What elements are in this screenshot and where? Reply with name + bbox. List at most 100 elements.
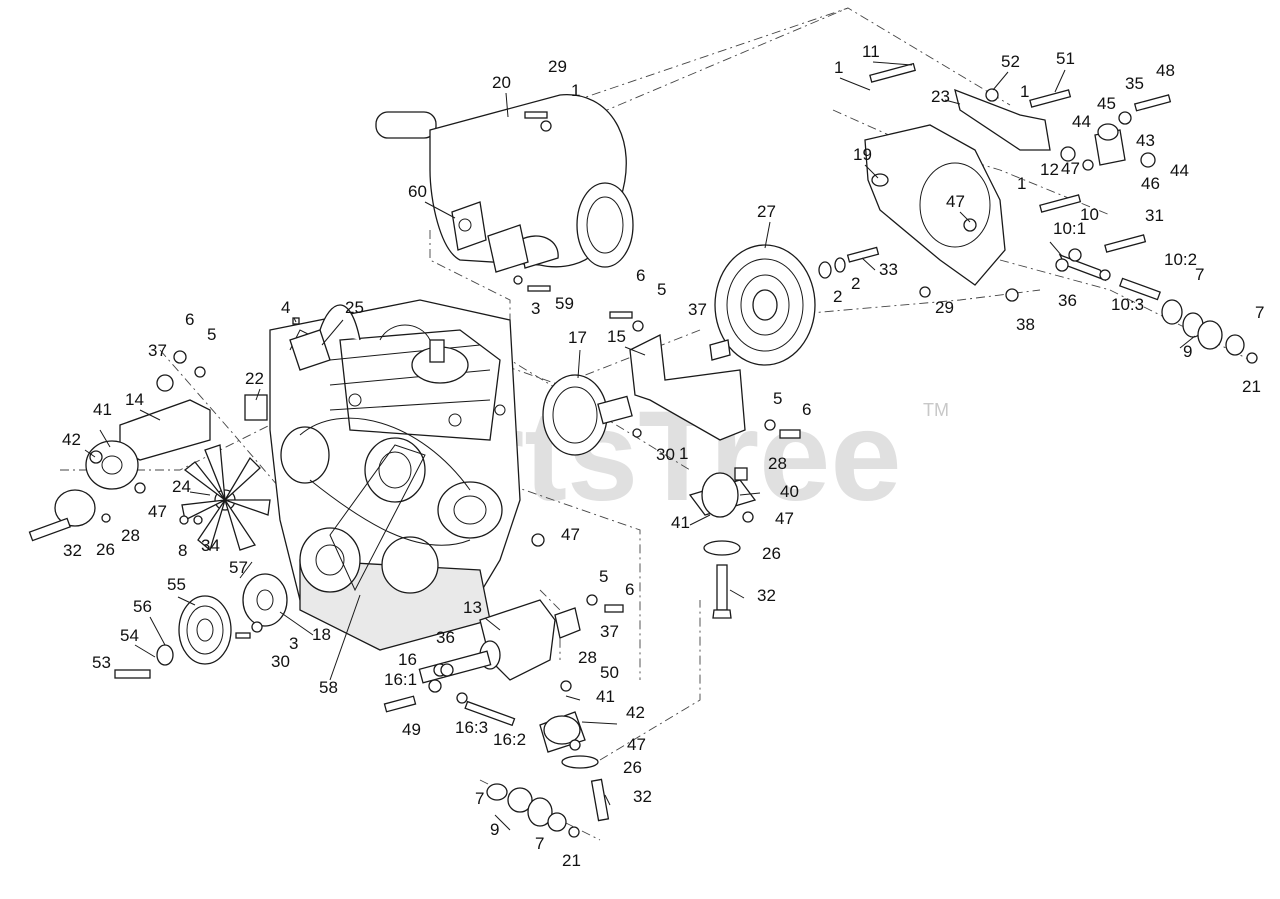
- callout-c-13: 13: [463, 598, 482, 617]
- callout-c-47a: 47: [1061, 159, 1080, 178]
- callout-c-41c: 41: [596, 687, 615, 706]
- callout-c-161: 16:1: [384, 670, 417, 689]
- callout-c-26b: 26: [96, 540, 115, 559]
- callout-c-50: 50: [600, 663, 619, 682]
- callout-c-40: 40: [780, 482, 799, 501]
- callout-c-23: 23: [931, 87, 950, 106]
- callout-c-29a: 29: [548, 57, 567, 76]
- callout-c-24: 24: [172, 477, 191, 496]
- callout-c-37c: 37: [600, 622, 619, 641]
- callout-c-22: 22: [245, 369, 264, 388]
- callout-c-55: 55: [167, 575, 186, 594]
- callout-c-162: 16:2: [493, 730, 526, 749]
- callout-c-163: 16:3: [455, 718, 488, 737]
- callout-c-103: 10:3: [1111, 295, 1144, 314]
- callout-c-51: 51: [1056, 49, 1075, 68]
- muffler: [375, 94, 634, 273]
- callout-c-101: 10:1: [1053, 219, 1086, 238]
- callout-c-37b: 37: [148, 341, 167, 360]
- right-engine-mount: [688, 472, 757, 619]
- callout-c-25: 25: [345, 298, 364, 317]
- callout-c-12: 12: [1040, 160, 1059, 179]
- fasteners: [101, 111, 801, 677]
- callout-c-31: 31: [1145, 206, 1164, 225]
- callout-c-6b: 6: [802, 400, 811, 419]
- cooling-fan: [181, 444, 271, 552]
- clutch-bracket: [629, 334, 746, 441]
- front-engine-mount: [383, 599, 610, 822]
- callout-c-36b: 36: [436, 628, 455, 647]
- callout-c-56: 56: [133, 597, 152, 616]
- callout-c-15: 15: [607, 327, 626, 346]
- callout-c-45: 45: [1097, 94, 1116, 113]
- callout-c-16: 16: [398, 650, 417, 669]
- callout-c-52: 52: [1001, 52, 1020, 71]
- callout-c-35: 35: [1125, 74, 1144, 93]
- callout-c-47d: 47: [148, 502, 167, 521]
- leader-lines: [84, 61, 1196, 831]
- callout-c-53: 53: [92, 653, 111, 672]
- callout-c-17: 17: [568, 328, 587, 347]
- adapter-plate: [542, 374, 633, 456]
- callout-c-44a: 44: [1072, 112, 1091, 131]
- callout-c-6a: 6: [636, 266, 645, 285]
- callout-c-47c: 47: [775, 509, 794, 528]
- callout-c-21b: 21: [562, 851, 581, 870]
- callout-c-2b: 2: [833, 287, 842, 306]
- callout-c-7a: 7: [1195, 265, 1204, 284]
- callout-c-4: 4: [281, 298, 290, 317]
- callout-c-41b: 41: [93, 400, 112, 419]
- callout-c-10: 10: [1080, 205, 1099, 224]
- callout-c-19: 19: [853, 145, 872, 164]
- callout-c-33: 33: [879, 260, 898, 279]
- callout-c-26a: 26: [762, 544, 781, 563]
- callout-c-32b: 32: [63, 541, 82, 560]
- callout-c-47e: 47: [561, 525, 580, 544]
- callout-c-47f: 47: [627, 735, 646, 754]
- left-engine-mount: [28, 374, 211, 542]
- callout-c-46: 46: [1141, 174, 1160, 193]
- lower-idler-pulleys: [486, 783, 580, 838]
- callout-c-1c: 1: [1017, 174, 1026, 193]
- callout-c-29b: 29: [935, 298, 954, 317]
- callout-c-14: 14: [125, 390, 144, 409]
- callout-c-37a: 37: [688, 300, 707, 319]
- callout-c-28c: 28: [578, 648, 597, 667]
- callout-c-34: 34: [201, 536, 220, 555]
- callout-c-26c: 26: [623, 758, 642, 777]
- callout-c-36a: 36: [1058, 291, 1077, 310]
- callout-c-3a: 3: [531, 299, 540, 318]
- callout-c-30a: 30: [656, 445, 675, 464]
- crank-pulley: [114, 573, 288, 679]
- callout-c-59: 59: [555, 294, 574, 313]
- top-bracket: [869, 62, 1172, 171]
- callout-c-1e: 1: [679, 444, 688, 463]
- callout-c-28a: 28: [768, 454, 787, 473]
- callout-c-11: 11: [862, 42, 880, 61]
- callout-c-3b: 3: [289, 634, 298, 653]
- callout-c-18: 18: [312, 625, 331, 644]
- callout-c-1d: 1: [571, 81, 580, 100]
- callout-c-5a: 5: [657, 280, 666, 299]
- callout-c-1b: 1: [1020, 82, 1029, 101]
- callout-c-2a: 2: [851, 274, 860, 293]
- callout-c-7b: 7: [1255, 303, 1264, 322]
- callout-c-102: 10:2: [1164, 250, 1197, 269]
- callout-c-32c: 32: [633, 787, 652, 806]
- callout-c-48: 48: [1156, 61, 1175, 80]
- belt: [329, 444, 426, 592]
- callout-c-21a: 21: [1242, 377, 1261, 396]
- callout-c-5b: 5: [773, 389, 782, 408]
- callout-c-5d: 5: [599, 567, 608, 586]
- engine-assembly: [269, 299, 521, 651]
- callout-c-5c: 5: [207, 325, 216, 344]
- callout-c-49: 49: [402, 720, 421, 739]
- callout-c-7d: 7: [535, 834, 544, 853]
- idler-assembly: [919, 194, 1258, 364]
- callout-c-28b: 28: [121, 526, 140, 545]
- fan-shroud: [864, 124, 1006, 286]
- callout-c-42b: 42: [626, 703, 645, 722]
